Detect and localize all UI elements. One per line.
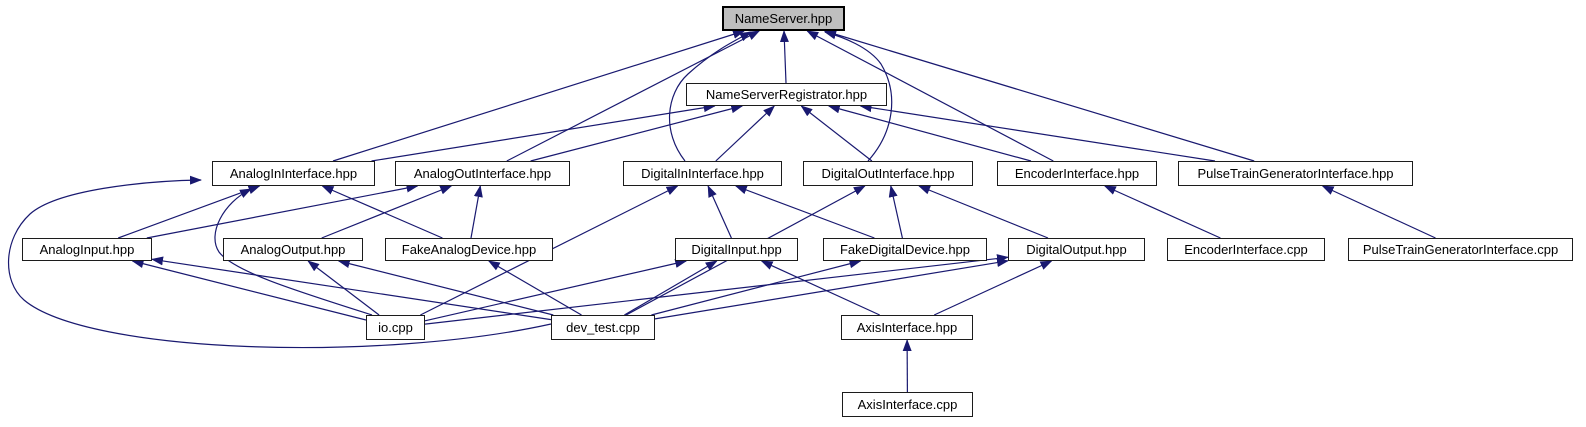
edge-dii-ns [668,31,752,162]
edge-devtest-fad [487,260,582,316]
edge-ptgi-ns [823,29,1255,162]
edge-aii-ns [332,30,745,162]
node-AxisInterface.cpp[interactable]: AxisInterface.cpp [842,392,973,417]
edge-axih-dout [933,260,1053,316]
node-DigitalInput.hpp[interactable]: DigitalInput.hpp [675,238,798,261]
node-io.cpp[interactable]: io.cpp [366,315,425,340]
node-EncoderInterface.hpp[interactable]: EncoderInterface.hpp [997,161,1157,186]
node-label: AnalogInInterface.hpp [229,166,358,181]
edge-doi-ns [824,30,893,162]
node-label: EncoderInterface.cpp [1184,242,1308,257]
node-label: AxisInterface.cpp [857,397,958,412]
node-FakeAnalogDevice.hpp[interactable]: FakeAnalogDevice.hpp [385,238,553,261]
node-label: FakeDigitalDevice.hpp [839,242,971,257]
node-label: DigitalInput.hpp [691,242,782,257]
edge-doi-nsr [800,105,873,162]
edge-dii-nsr [715,105,776,162]
node-label: NameServer.hpp [734,11,833,26]
node-label: AxisInterface.hpp [856,320,958,335]
edge-ptgc-ptgi [1321,185,1436,239]
node-label: AnalogInput.hpp [39,242,135,257]
edge-nsr-ns [779,30,789,84]
node-DigitalOutInterface.hpp[interactable]: DigitalOutInterface.hpp [803,161,973,186]
node-AnalogInput.hpp[interactable]: AnalogInput.hpp [22,238,152,261]
node-AxisInterface.hpp[interactable]: AxisInterface.hpp [841,315,973,340]
edge-ain-aii [117,185,261,239]
edge-ptgi-nsr [859,103,1216,162]
node-label: dev_test.cpp [566,320,640,335]
edge-fdd-doi [888,185,903,239]
edge-aoi-nsr [530,104,744,162]
edge-fdd-dii [734,185,875,239]
node-label: NameServerRegistrator.hpp [705,87,868,102]
node-NameServer.hpp[interactable]: NameServer.hpp [722,6,845,31]
edge-aout-aoi [321,185,453,239]
node-dev_test.cpp[interactable]: dev_test.cpp [551,315,655,340]
node-label: FakeAnalogDevice.hpp [401,242,537,257]
node-AnalogInInterface.hpp[interactable]: AnalogInInterface.hpp [212,161,375,186]
edge-io-dout [424,254,1009,325]
edge-devtest-aii [7,175,552,349]
edge-io-din [424,259,688,322]
edge-aoi-ns [506,30,761,162]
edge-ain-aoi [146,183,419,239]
edge-devtest-ain [151,256,552,321]
edge-fad-aii [321,185,443,239]
node-DigitalOutput.hpp[interactable]: DigitalOutput.hpp [1008,238,1145,261]
edge-io-aii [214,188,373,316]
node-label: AnalogOutInterface.hpp [413,166,552,181]
node-label: PulseTrainGeneratorInterface.cpp [1362,242,1559,257]
edge-io-ain [131,259,367,321]
node-DigitalInInterface.hpp[interactable]: DigitalInInterface.hpp [623,161,782,186]
edge-devtest-dout [654,258,1009,320]
node-FakeDigitalDevice.hpp[interactable]: FakeDigitalDevice.hpp [823,238,987,261]
node-AnalogOutInterface.hpp[interactable]: AnalogOutInterface.hpp [395,161,570,186]
edge-devtest-din [624,260,718,316]
edge-ei-nsr [827,104,1032,162]
node-label: PulseTrainGeneratorInterface.hpp [1197,166,1394,181]
edge-eic-ei [1103,185,1221,239]
node-NameServerRegistrator.hpp[interactable]: NameServerRegistrator.hpp [686,83,887,106]
node-PulseTrainGeneratorInterface.hpp[interactable]: PulseTrainGeneratorInterface.hpp [1178,161,1413,186]
node-AnalogOutput.hpp[interactable]: AnalogOutput.hpp [223,238,363,261]
edge-aii-nsr [371,103,716,162]
edge-devtest-fdd [651,259,862,316]
node-EncoderInterface.cpp[interactable]: EncoderInterface.cpp [1167,238,1325,261]
edge-axih-din [760,260,880,316]
node-label: DigitalOutput.hpp [1026,242,1127,257]
edge-fad-aoi [470,185,483,239]
node-label: EncoderInterface.hpp [1014,166,1140,181]
edge-din-dii [707,185,732,239]
node-label: io.cpp [378,320,413,335]
node-label: DigitalOutInterface.hpp [821,166,955,181]
node-PulseTrainGeneratorInterface.cpp[interactable]: PulseTrainGeneratorInterface.cpp [1348,238,1573,261]
edge-devtest-aout [337,259,554,316]
node-label: DigitalInInterface.hpp [641,166,764,181]
edge-ei-ns [806,30,1054,162]
edge-dout-doi [918,185,1049,239]
node-label: AnalogOutput.hpp [240,242,346,257]
